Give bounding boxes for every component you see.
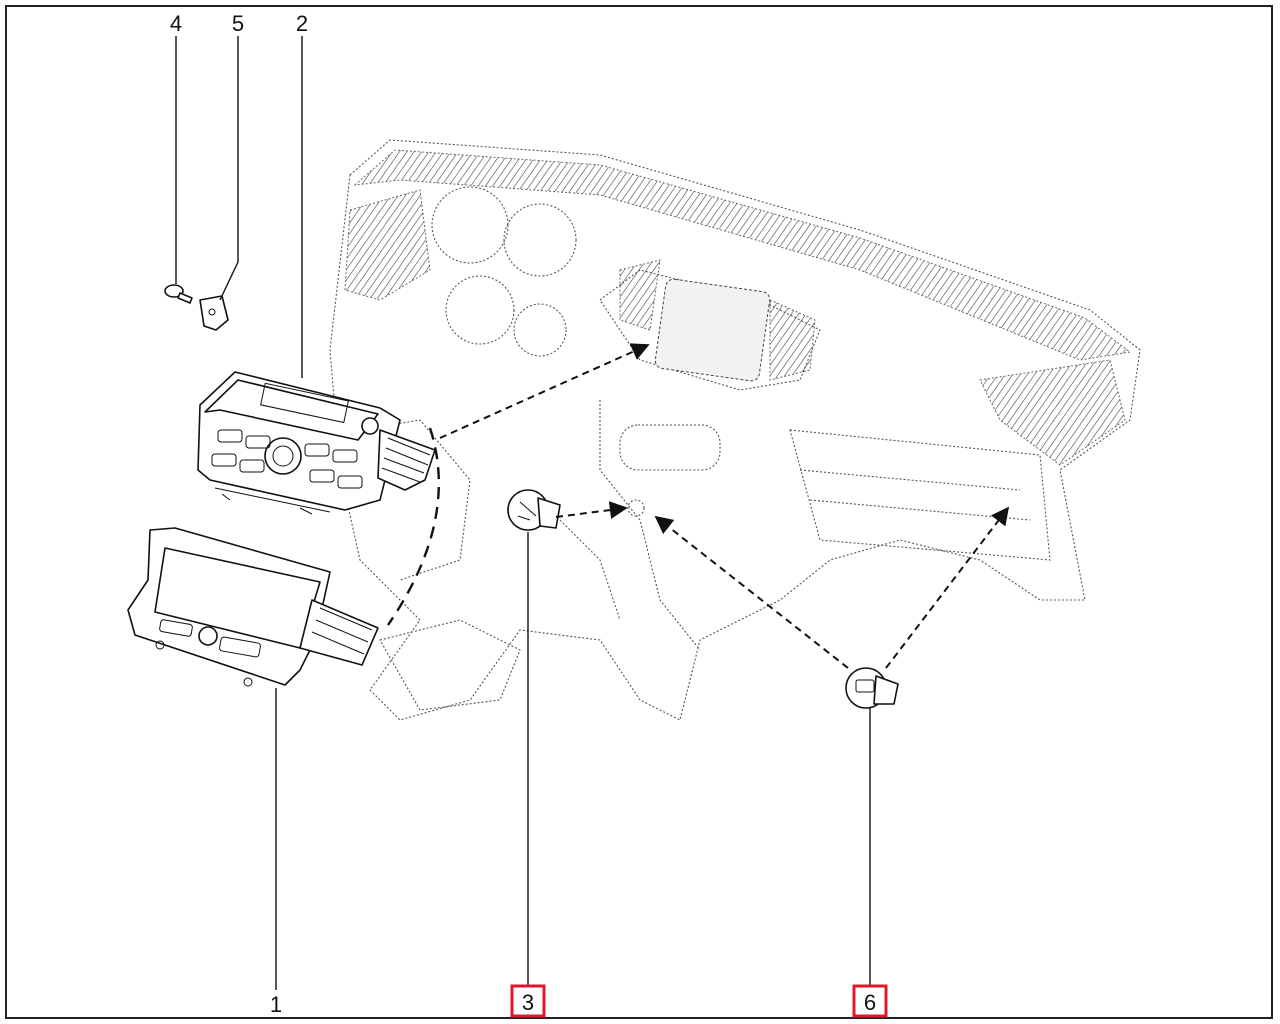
multimedia-unit <box>127 527 379 687</box>
assembly-curve <box>387 427 440 626</box>
arrow-part6-left <box>654 515 849 669</box>
callout-6: 6 <box>864 990 876 1015</box>
arrow-part6-right <box>885 506 1010 669</box>
screw-part <box>164 284 193 304</box>
display-recess <box>654 278 771 382</box>
diagram-frame <box>5 5 1273 1019</box>
clip-nut-part <box>199 295 229 331</box>
switch-part <box>507 489 561 531</box>
callout-1: 1 <box>270 992 282 1017</box>
arrow-to-display-recess <box>439 343 650 439</box>
socket-part <box>845 667 899 709</box>
callout-4: 4 <box>170 11 182 36</box>
dashboard-illustration <box>329 139 1141 721</box>
callout-3: 3 <box>522 990 534 1015</box>
highlight-box-6 <box>852 984 888 1018</box>
radio-unit <box>197 371 436 515</box>
callout-5: 5 <box>232 11 244 36</box>
arrow-part3 <box>555 501 628 519</box>
leader-5 <box>219 36 239 301</box>
highlight-box-3 <box>510 984 546 1018</box>
callout-2: 2 <box>296 11 308 36</box>
